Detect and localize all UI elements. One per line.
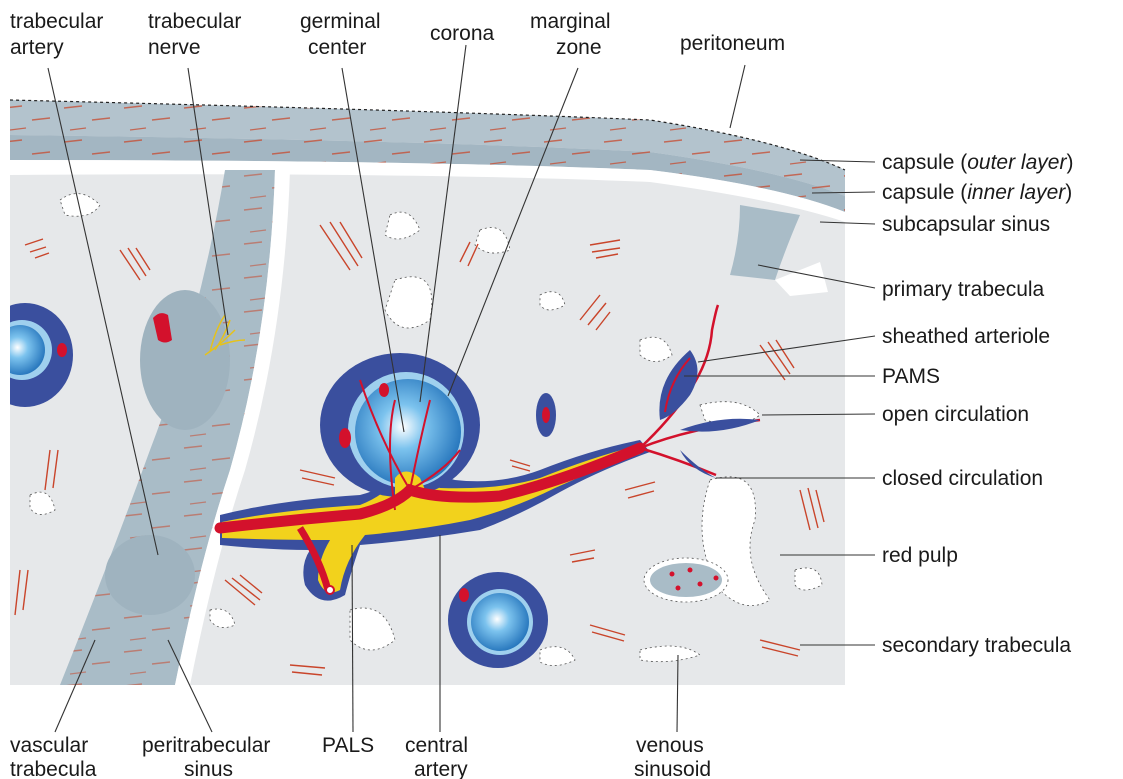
label-vascular-trabecula-2: trabecula	[10, 758, 97, 779]
label-capsule-inner: capsule (inner layer)	[882, 181, 1072, 204]
label-pams: PAMS	[882, 365, 940, 388]
label-central-artery-2: artery	[414, 758, 468, 779]
label-peritrabecular-sinus-1: peritrabecular	[142, 734, 270, 757]
label-central-artery-1: central	[405, 734, 468, 757]
label-germinal-center-1: germinal	[300, 10, 381, 33]
label-trabecular-artery-2: artery	[10, 36, 64, 59]
label-trabecular-nerve-1: trabecular	[148, 10, 241, 33]
small-arteriole-sheath	[536, 393, 556, 437]
label-open-circulation: open circulation	[882, 403, 1029, 426]
label-primary-trabecula: primary trabecula	[882, 278, 1045, 301]
follicle-lower	[448, 572, 548, 668]
label-capsule-outer: capsule (outer layer)	[882, 151, 1073, 174]
label-trabecular-artery-1: trabecular	[10, 10, 103, 33]
label-peritrabecular-sinus-2: sinus	[184, 758, 233, 779]
label-closed-circulation: closed circulation	[882, 467, 1043, 490]
label-venous-sinusoid-1: venous	[636, 734, 704, 757]
label-marginal-zone-1: marginal	[530, 10, 611, 33]
label-venous-sinusoid-2: sinusoid	[634, 758, 711, 779]
label-secondary-trabecula: secondary trabecula	[882, 634, 1071, 657]
label-pals: PALS	[322, 734, 374, 757]
label-corona: corona	[430, 22, 495, 45]
label-peritoneum: peritoneum	[680, 32, 785, 55]
label-germinal-center-2: center	[308, 36, 366, 59]
label-subcapsular-sinus: subcapsular sinus	[882, 213, 1050, 236]
label-marginal-zone-2: zone	[556, 36, 602, 59]
label-trabecular-nerve-2: nerve	[148, 36, 201, 59]
label-vascular-trabecula-1: vascular	[10, 734, 88, 757]
label-sheathed-arteriole: sheathed arteriole	[882, 325, 1050, 348]
label-red-pulp: red pulp	[882, 544, 958, 567]
